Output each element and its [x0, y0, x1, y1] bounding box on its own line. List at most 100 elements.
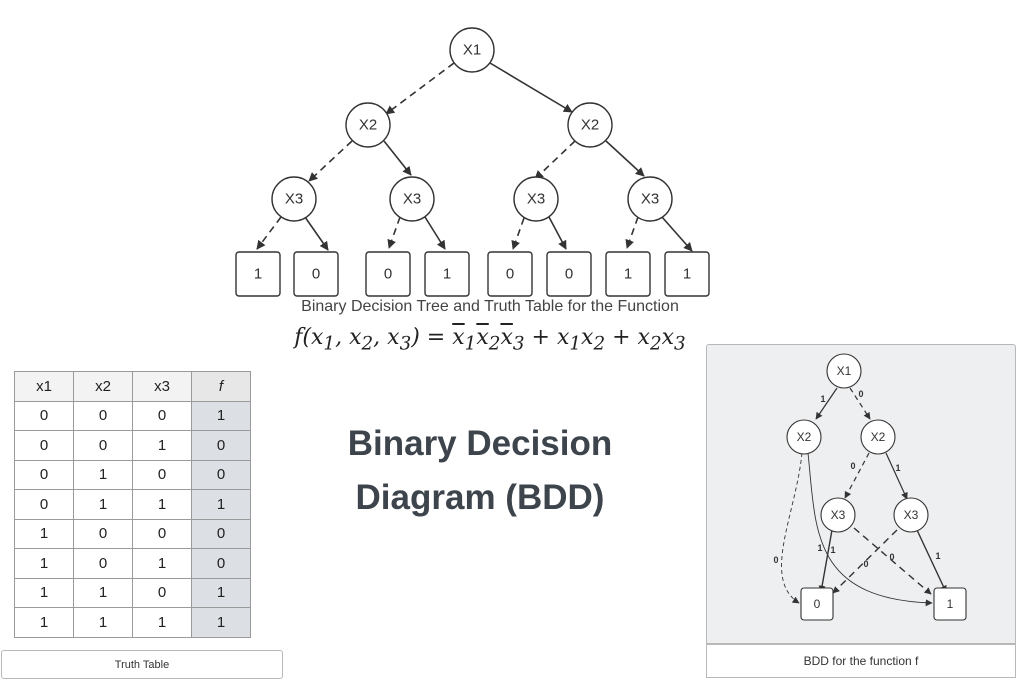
column-header: f: [191, 371, 251, 402]
table-cell: 1: [132, 430, 192, 461]
tree-edge-dashed: [387, 216, 401, 249]
table-cell: 1: [73, 459, 133, 490]
table-cell: 1: [191, 489, 251, 520]
tree-leaf-value: 1: [254, 266, 262, 283]
bdd-edge-label: 1: [830, 545, 835, 555]
table-cell: 1: [73, 489, 133, 520]
tree-edge-solid: [489, 62, 573, 113]
page-title: Binary Decision Diagram (BDD): [347, 424, 613, 517]
bdd-edge-label: 0: [889, 552, 894, 562]
table-cell: 1: [191, 607, 251, 638]
bdd-edge: [781, 452, 803, 604]
bdd-node-x3-right: [893, 497, 929, 533]
table-cell: 1: [73, 607, 133, 638]
tree-edge-solid: [661, 216, 693, 252]
tree-leaf: [365, 251, 411, 297]
table-cell: 1: [191, 400, 251, 431]
bdd-terminal-1: [933, 587, 967, 621]
tree-edge-dashed: [385, 62, 455, 115]
truth-table-caption: Truth Table: [1, 650, 283, 679]
table-cell: 1: [191, 577, 251, 608]
tree-caption: Binary Decision Tree and Truth Table for…: [301, 298, 679, 315]
bdd-node-x2-right: [860, 419, 896, 455]
tree-leaf: [235, 251, 281, 297]
boolean-formula: f(x1, x2, x3) = x1x2x3 + x1x2 + x2x3: [294, 325, 686, 355]
table-cell: 0: [14, 400, 74, 431]
bdd-terminal-label: 1: [947, 597, 954, 611]
table-cell: 0: [73, 400, 133, 431]
tree-leaf-value: 1: [443, 266, 451, 283]
bdd-edge-label: 1: [895, 463, 900, 473]
tree-node-label: X1: [463, 42, 481, 59]
tree-leaf-value: 0: [312, 266, 320, 283]
table-cell: 0: [191, 430, 251, 461]
tree-leaf-value: 1: [624, 266, 632, 283]
bdd-edge: [815, 387, 838, 420]
bdd-node-x2-left: [786, 419, 822, 455]
tree-node-label: X3: [285, 191, 303, 208]
tree-leaf-value: 0: [506, 266, 514, 283]
bdd-edge-label: 0: [773, 555, 778, 565]
bdd-node-label: X3: [831, 508, 846, 522]
table-cell: 0: [73, 430, 133, 461]
table-cell: 0: [191, 518, 251, 549]
bdd-edge-label: 0: [850, 461, 855, 471]
bdd-node-x1: [826, 353, 862, 389]
bdd-node-x3-left: [820, 497, 856, 533]
bdd-terminal-label: 0: [814, 597, 821, 611]
table-cell: 1: [14, 518, 74, 549]
tree-node-x3: [513, 176, 559, 222]
bdd-caption: BDD for the function f: [706, 644, 1016, 678]
column-header: x1: [14, 371, 74, 402]
tree-edge-dashed: [511, 217, 525, 250]
bdd-node-label: X3: [904, 508, 919, 522]
bdd-edge: [849, 387, 871, 420]
tree-leaf: [293, 251, 339, 297]
bdd-node-label: X2: [871, 430, 886, 444]
bdd-node-label: X1: [837, 364, 852, 378]
binary-decision-tree: X1 X2 X2 X3 X3 X3 X3 1 0 0 1 0 0 1 1: [235, 27, 710, 297]
tree-node-label: X3: [641, 191, 659, 208]
table-cell: 0: [14, 459, 74, 490]
truth-table-header-row: x1 x2 x3 f: [14, 371, 251, 402]
tree-node-x1: [449, 27, 495, 73]
bdd-edge: [832, 529, 898, 594]
tree-edge-solid: [304, 216, 329, 251]
table-cell: 0: [132, 459, 192, 490]
table-cell: 0: [73, 548, 133, 579]
table-cell: 1: [73, 577, 133, 608]
table-cell: 1: [132, 548, 192, 579]
tree-edge-dashed: [625, 216, 639, 249]
tree-leaf: [605, 251, 651, 297]
bdd-edge: [844, 452, 870, 499]
tree-node-label: X2: [359, 117, 377, 134]
table-cell: 1: [14, 548, 74, 579]
tree-node-label: X3: [527, 191, 545, 208]
bdd-edge-label: 1: [817, 543, 822, 553]
bdd-edge: [916, 529, 947, 593]
table-cell: 1: [132, 489, 192, 520]
table-cell: 1: [14, 607, 74, 638]
bdd-edge-label: 0: [858, 389, 863, 399]
table-cell: 1: [132, 607, 192, 638]
tree-node-x2: [567, 102, 613, 148]
column-header: x2: [73, 371, 133, 402]
tree-node-x3: [627, 176, 673, 222]
tree-edge-solid: [548, 216, 567, 250]
tree-leaf: [424, 251, 470, 297]
tree-edge-solid: [605, 140, 645, 177]
table-cell: 0: [191, 548, 251, 579]
bdd-edge-label: 1: [935, 551, 940, 561]
bdd-edge: [885, 452, 908, 500]
tree-node-label: X2: [581, 117, 599, 134]
bdd-edge-label: 1: [820, 394, 825, 404]
table-cell: 0: [132, 400, 192, 431]
tree-leaf-value: 0: [384, 266, 392, 283]
